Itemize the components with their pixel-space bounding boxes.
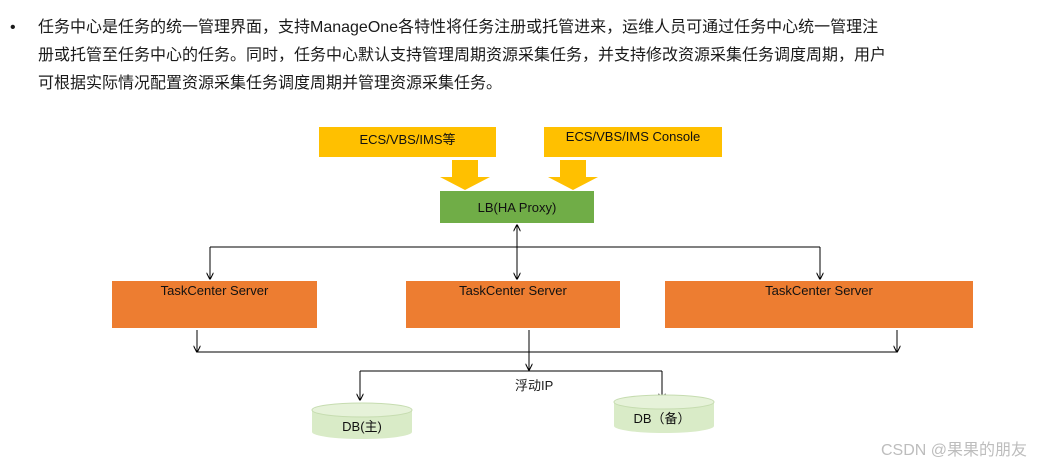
server-box-1: TaskCenter Server (112, 281, 317, 328)
db-primary-label: DB(主) (342, 419, 382, 434)
csdn-watermark: CSDN @果果的朋友 (880, 442, 1027, 459)
db-backup-cylinder: DB（备） (613, 394, 715, 433)
source-2-arrow (548, 160, 598, 190)
intro-line-3: 可根据实际情况配置资源采集任务调度周期并管理资源采集任务。 (38, 75, 503, 92)
source-1-arrow (440, 160, 490, 190)
source-box-console: ECS/VBS/IMS Console (544, 127, 722, 157)
intro-line-1: 任务中心是任务的统一管理界面，支持ManageOne各特性将任务注册或托管进来，… (38, 19, 879, 36)
db-primary-cylinder: DB(主) (311, 402, 413, 439)
db-backup-label: DB（备） (633, 411, 690, 426)
source-box-ecs: ECS/VBS/IMS等 (319, 127, 496, 157)
bullet-marker: • (10, 19, 16, 36)
server-box-3: TaskCenter Server (665, 281, 973, 328)
lb-box: LB(HA Proxy) (440, 191, 594, 223)
floating-ip-label: 浮动IP (515, 378, 554, 393)
intro-paragraph: 任务中心是任务的统一管理界面，支持ManageOne各特性将任务注册或托管进来，… (38, 14, 1028, 98)
intro-line-2: 册或托管至任务中心的任务。同时，任务中心默认支持管理周期资源采集任务，并支持修改… (38, 47, 887, 64)
server-box-2: TaskCenter Server (406, 281, 620, 328)
